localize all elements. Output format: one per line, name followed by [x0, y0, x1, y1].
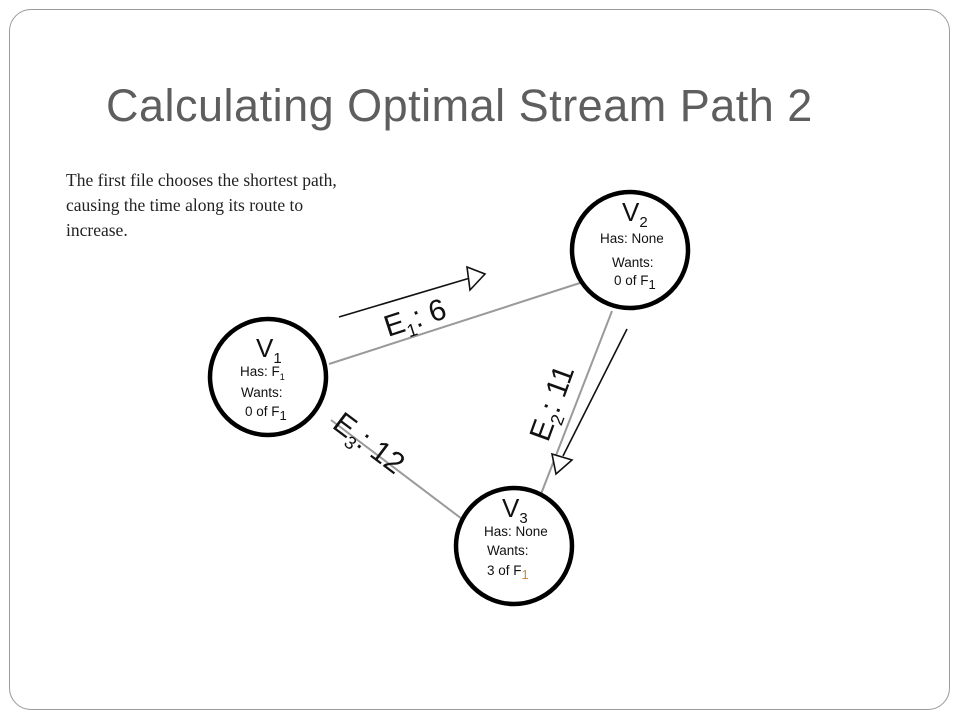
node-v2-wants-label: Wants:: [612, 255, 654, 270]
node-v3-wants-label: Wants:: [487, 543, 529, 558]
node-v2-wants-value: 0 of F1: [614, 273, 656, 292]
edge-e3-line: [330, 419, 463, 520]
node-v3: V3 Has: None Wants: 3 of F1: [453, 485, 575, 607]
flow-arrow-e2: [550, 328, 628, 476]
node-v1-has: Has: F1: [240, 364, 285, 382]
node-v3-has: Has: None: [484, 524, 548, 539]
flow-arrow-e1: [338, 265, 487, 318]
node-v2-has: Has: None: [600, 231, 664, 246]
node-v1-name: V1: [256, 333, 282, 367]
slide-title: Calculating Optimal Stream Path 2: [106, 80, 813, 131]
node-v2: V2 Has: None Wants: 0 of F1: [569, 189, 691, 311]
node-v1-wants-value: 0 of F1: [245, 404, 287, 423]
node-v2-name: V2: [622, 197, 648, 231]
node-v3-name: V3: [502, 493, 528, 527]
slide-caption: The first file chooses the shortest path…: [66, 170, 337, 240]
node-v1: V1 Has: F1 Wants: 0 of F1: [207, 316, 329, 438]
edge-e1-line: [328, 281, 584, 365]
edge-label-e3: E3: 12: [324, 406, 410, 484]
node-v3-wants-value: 3 of F1: [487, 563, 529, 582]
node-v1-wants-label: Wants:: [241, 385, 283, 400]
edge-e2-line: [540, 310, 613, 495]
